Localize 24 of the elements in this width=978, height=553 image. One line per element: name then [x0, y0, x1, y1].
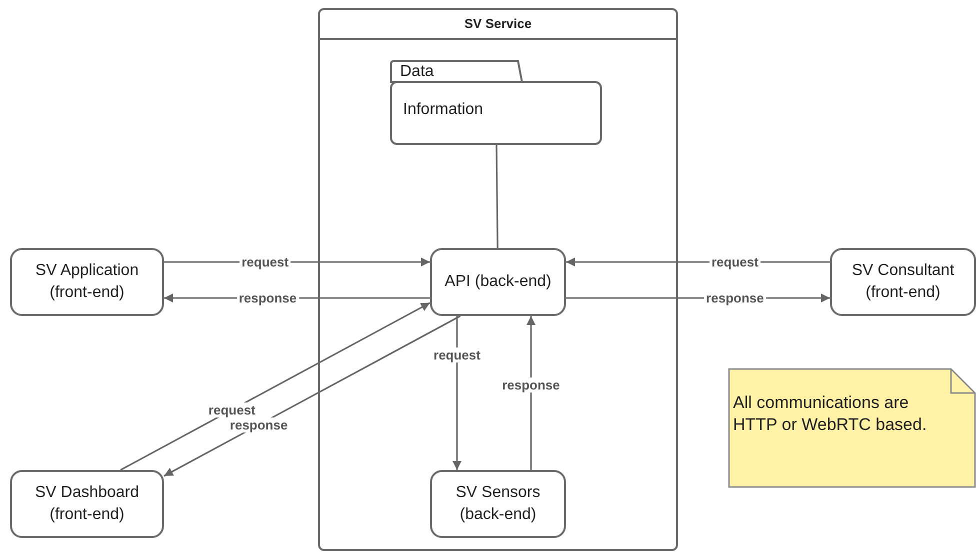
process-box	[830, 248, 976, 316]
process-box	[10, 248, 164, 316]
node-label: SV Sensors (back-end)	[454, 483, 542, 525]
process-box	[430, 470, 566, 538]
node-label: SV Application (front-end)	[34, 261, 140, 303]
connector-line	[496, 145, 498, 248]
edge-label: request	[432, 347, 482, 362]
node-label: SV Dashboard (front-end)	[34, 483, 140, 525]
service-container	[318, 8, 678, 551]
note-text: All communications are HTTP or WebRTC based.	[733, 392, 928, 436]
node-label: API (back-end)	[444, 272, 552, 292]
edge-label: response	[228, 417, 290, 432]
container-title: SV Service	[464, 16, 532, 31]
arrow	[120, 302, 430, 471]
node-label: SV Consultant (front-end)	[850, 261, 956, 303]
arrow	[164, 315, 461, 477]
folder-label: Information	[403, 100, 484, 120]
arrow	[526, 316, 536, 470]
process-box	[430, 248, 566, 316]
edge-label: response	[500, 378, 562, 393]
process-box	[10, 470, 164, 538]
arrow	[452, 316, 462, 470]
edge-label: request	[206, 402, 258, 418]
folder-tab-label: Data	[400, 62, 434, 82]
